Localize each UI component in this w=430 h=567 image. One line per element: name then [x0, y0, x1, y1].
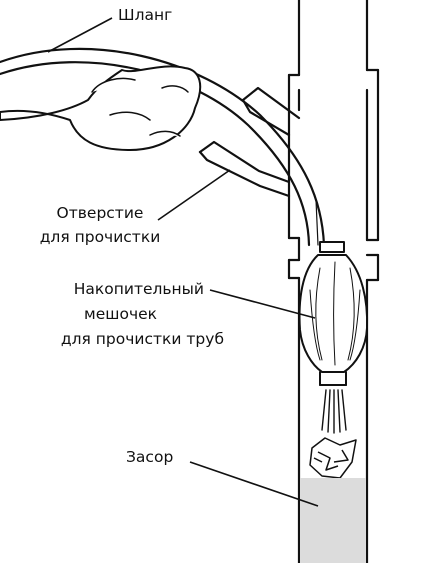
label-clog: Засор: [126, 448, 174, 466]
cleaning-bladder: [298, 254, 369, 386]
label-bladder-line2: мешочек: [84, 305, 157, 323]
leader-lines: [47, 17, 319, 507]
hose: [0, 47, 326, 247]
label-cleanout-line2: для прочистки: [39, 228, 161, 246]
bladder-collar: [319, 241, 345, 253]
cleanout-fitting: [198, 86, 301, 198]
clog-debris: [309, 437, 357, 479]
label-cleanout-line1: Отверстие: [56, 204, 144, 222]
label-hose: Шланг: [118, 6, 173, 24]
label-bladder-line3: для прочистки труб: [60, 330, 224, 348]
hand: [0, 65, 202, 151]
water-jet: [321, 389, 347, 434]
sewage-fill: [300, 478, 366, 563]
label-bladder-line1: Накопительный: [73, 280, 204, 298]
